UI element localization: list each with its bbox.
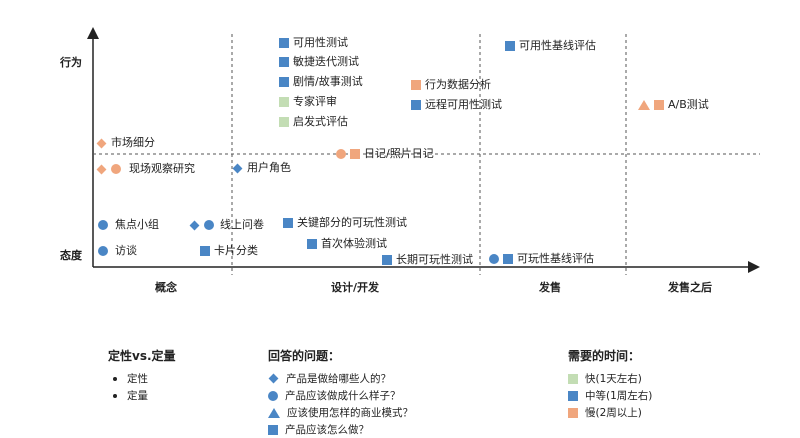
square-icon [200, 246, 210, 256]
circle-icon [98, 246, 108, 256]
triangle-icon [268, 407, 280, 418]
legend-time-title: 需要的时间： [568, 349, 641, 363]
method-user-persona: 用户角色 [232, 161, 291, 175]
legend-type-item: 定性 [108, 370, 176, 387]
circle-icon [98, 220, 108, 230]
legend-question-item: 产品应该做成什么样子？ [268, 387, 413, 404]
chart-axes-svg [87, 27, 760, 275]
legend-time: 需要的时间： 快(1天左右) 中等(1周左右) 慢(2周以上) [568, 347, 652, 421]
square-icon [568, 407, 578, 418]
method-long-term-playability-test: 长期可玩性测试 [382, 253, 473, 267]
y-axis-bottom-label: 态度 [60, 249, 82, 262]
method-ab-test: A/B测试 [638, 98, 709, 112]
method-diary: 日记/照片日记 [336, 147, 434, 161]
method-heuristic-eval: 启发式评估 [279, 115, 348, 129]
square-icon [654, 100, 664, 110]
triangle-icon [638, 100, 650, 110]
method-field-study: 现场观察研究 [96, 162, 195, 176]
legend-question-item: 应该使用怎样的商业模式？ [268, 404, 413, 421]
square-icon [307, 239, 317, 249]
method-market-segmentation: 市场细分 [96, 136, 155, 150]
square-icon [411, 100, 421, 110]
method-behavior-data-analysis: 行为数据分析 [411, 78, 491, 92]
method-agile-iteration-test: 敏捷迭代测试 [279, 55, 359, 69]
bullet-icon [113, 393, 117, 398]
methods-chart: 行为 态度 概念 设计/开发 发售 发售之后 可用性测试 敏捷迭代测试 剧情/故… [60, 27, 760, 294]
square-icon [505, 41, 515, 51]
method-playability-baseline-eval: 可玩性基线评估 [489, 252, 594, 266]
square-icon [503, 254, 513, 264]
legend-questions-title: 回答的问题： [268, 349, 341, 363]
circle-icon [268, 390, 278, 401]
x-tick-design-dev: 设计/开发 [330, 281, 380, 294]
diamond-icon [96, 138, 107, 148]
square-icon [411, 80, 421, 90]
diamond-icon [96, 164, 107, 174]
y-axis-top-label: 行为 [60, 56, 82, 69]
x-tick-post-launch: 发售之后 [668, 281, 712, 294]
legend-type-title: 定性vs.定量 [108, 349, 176, 363]
method-interview: 访谈 [98, 244, 137, 258]
circle-icon [204, 220, 214, 230]
method-usability-test: 可用性测试 [279, 36, 348, 50]
method-key-part-playability-test: 关键部分的可玩性测试 [283, 216, 407, 230]
legend-question-item: 产品应该怎么做？ [268, 421, 413, 438]
legend-time-item: 慢(2周以上) [568, 404, 652, 421]
method-expert-review: 专家评审 [279, 95, 337, 109]
legend-questions: 回答的问题： 产品是做给哪些人的？ 产品应该做成什么样子？ 应该使用怎样的商业模… [268, 347, 413, 438]
square-icon [568, 373, 578, 384]
legend-time-item: 快(1天左右) [568, 370, 652, 387]
square-icon [279, 97, 289, 107]
method-focus-group: 焦点小组 [98, 218, 159, 232]
bullet-icon [113, 376, 117, 381]
x-tick-concept: 概念 [155, 281, 177, 294]
method-first-experience-test: 首次体验测试 [307, 237, 387, 251]
circle-icon [336, 149, 346, 159]
square-icon [279, 77, 289, 87]
square-icon [268, 424, 278, 435]
method-usability-baseline-eval: 可用性基线评估 [505, 39, 596, 53]
legend-type: 定性vs.定量 定性 定量 [108, 347, 176, 404]
legend-question-item: 产品是做给哪些人的？ [268, 370, 413, 387]
method-story-test: 剧情/故事测试 [279, 75, 363, 89]
square-icon [279, 57, 289, 67]
square-icon [350, 149, 360, 159]
square-icon [382, 255, 392, 265]
method-remote-usability-test: 远程可用性测试 [411, 98, 502, 112]
square-icon [283, 218, 293, 228]
circle-icon [111, 164, 121, 174]
square-icon [279, 117, 289, 127]
diamond-icon [232, 163, 243, 173]
square-icon [279, 38, 289, 48]
legend-time-item: 中等(1周左右) [568, 387, 652, 404]
circle-icon [489, 254, 499, 264]
legend-type-item: 定量 [108, 387, 176, 404]
method-card-sort: 卡片分类 [200, 244, 258, 258]
square-icon [568, 390, 578, 401]
diamond-icon [268, 373, 279, 384]
x-tick-launch: 发售 [539, 281, 561, 294]
diamond-icon [189, 220, 200, 230]
method-online-survey: 线上问卷 [189, 218, 264, 232]
